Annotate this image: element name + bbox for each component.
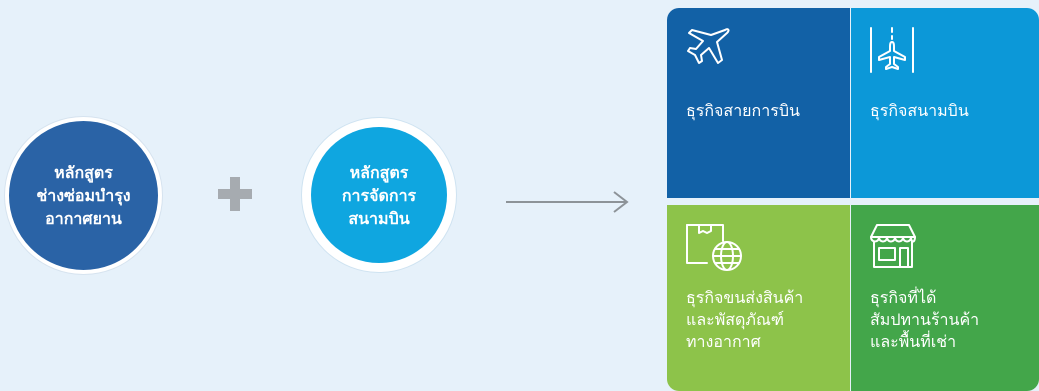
airplane-icon xyxy=(685,26,731,70)
storefront-icon xyxy=(869,223,917,273)
course-airport-management-label: หลักสูตร การจัดการ สนามบิน xyxy=(341,162,417,228)
cargo-globe-icon xyxy=(685,223,747,277)
tile-concession-label: ธุรกิจที่ได้ สัมปทานร้านค้า และพื้นที่เช… xyxy=(870,288,980,351)
course-airport-management-circle: หลักสูตร การจัดการ สนามบิน xyxy=(301,117,457,273)
tile-concession-business: ธุรกิจที่ได้ สัมปทานร้านค้า และพื้นที่เช… xyxy=(851,205,1039,391)
arrow-right-icon xyxy=(506,191,630,217)
tile-air-cargo-label: ธุรกิจขนส่งสินค้า และพัสดุภัณฑ์ ทางอากาศ xyxy=(686,288,804,351)
runway-plane-icon xyxy=(869,26,915,78)
tile-airline-label: ธุรกิจสายการบิน xyxy=(686,101,800,120)
plus-icon xyxy=(218,177,252,215)
tile-airport-business: ธุรกิจสนามบิน xyxy=(851,8,1039,198)
tile-airport-label: ธุรกิจสนามบิน xyxy=(870,101,969,120)
tile-airline-business: ธุรกิจสายการบิน xyxy=(667,8,850,198)
course-aircraft-maintenance-circle: หลักสูตร ช่างซ่อมบำรุง อากาศยาน xyxy=(5,117,162,274)
course-aircraft-maintenance-label: หลักสูตร ช่างซ่อมบำรุง อากาศยาน xyxy=(36,163,131,228)
tile-air-cargo-business: ธุรกิจขนส่งสินค้า และพัสดุภัณฑ์ ทางอากาศ xyxy=(667,205,850,391)
